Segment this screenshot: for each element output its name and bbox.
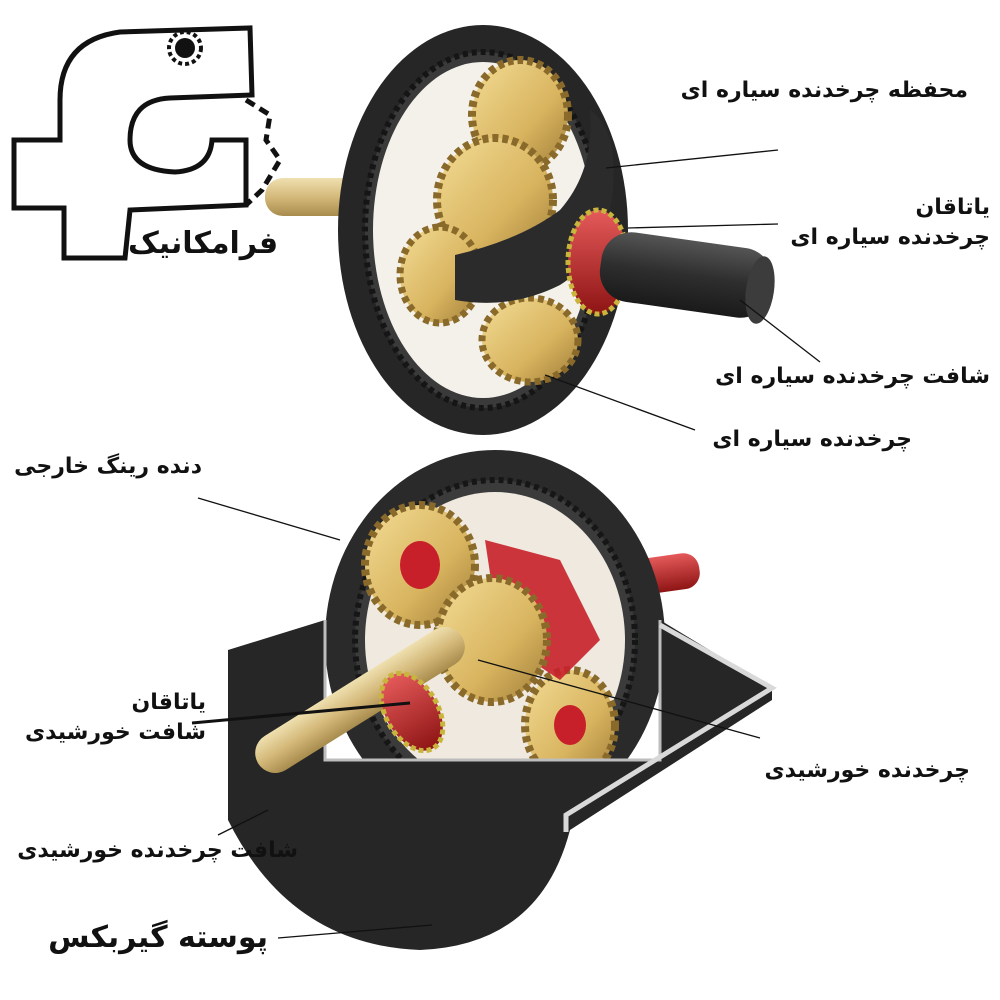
- label-sun-gear: چرخدنده خورشیدی: [754, 756, 970, 786]
- label-ring-gear: دنده رینگ خارجی: [10, 452, 202, 482]
- label-planet-bearing: یاتاقان چرخدنده سیاره ای: [760, 193, 990, 252]
- gear-icon: [169, 32, 201, 64]
- label-sun-bearing-line1: یاتاقان: [10, 688, 206, 718]
- planet-gear-top-4: [482, 298, 578, 382]
- logo-text: فرامکانیک: [128, 226, 278, 261]
- label-sun-bearing-line2: شافت خورشیدی: [10, 718, 206, 748]
- label-sun-bearing: یاتاقان شافت خورشیدی: [10, 688, 206, 747]
- label-planet-gear: چرخدنده سیاره ای: [702, 425, 912, 455]
- label-planet-bearing-line1: یاتاقان: [760, 193, 990, 223]
- label-sun-gear-text: چرخدنده خورشیدی: [754, 756, 970, 786]
- company-logo: [14, 28, 280, 258]
- label-housing-text: پوسته گیربکس: [28, 918, 268, 959]
- label-sun-shaft-text: شافت چرخدنده خورشیدی: [8, 836, 298, 866]
- label-planet-shaft-text: شافت چرخدنده سیاره ای: [712, 362, 990, 392]
- label-planet-gear-text: چرخدنده سیاره ای: [702, 425, 912, 455]
- bottom-planetary-assembly: [228, 450, 772, 950]
- label-planet-shaft: شافت چرخدنده سیاره ای: [712, 362, 990, 392]
- label-sun-shaft: شافت چرخدنده خورشیدی: [8, 836, 298, 866]
- label-carrier: محفظه چرخدنده سیاره ای: [678, 76, 968, 106]
- label-housing: پوسته گیربکس: [28, 918, 268, 959]
- label-planet-bearing-line2: چرخدنده سیاره ای: [760, 223, 990, 253]
- label-carrier-text: محفظه چرخدنده سیاره ای: [678, 76, 968, 106]
- label-ring-gear-text: دنده رینگ خارجی: [10, 452, 202, 482]
